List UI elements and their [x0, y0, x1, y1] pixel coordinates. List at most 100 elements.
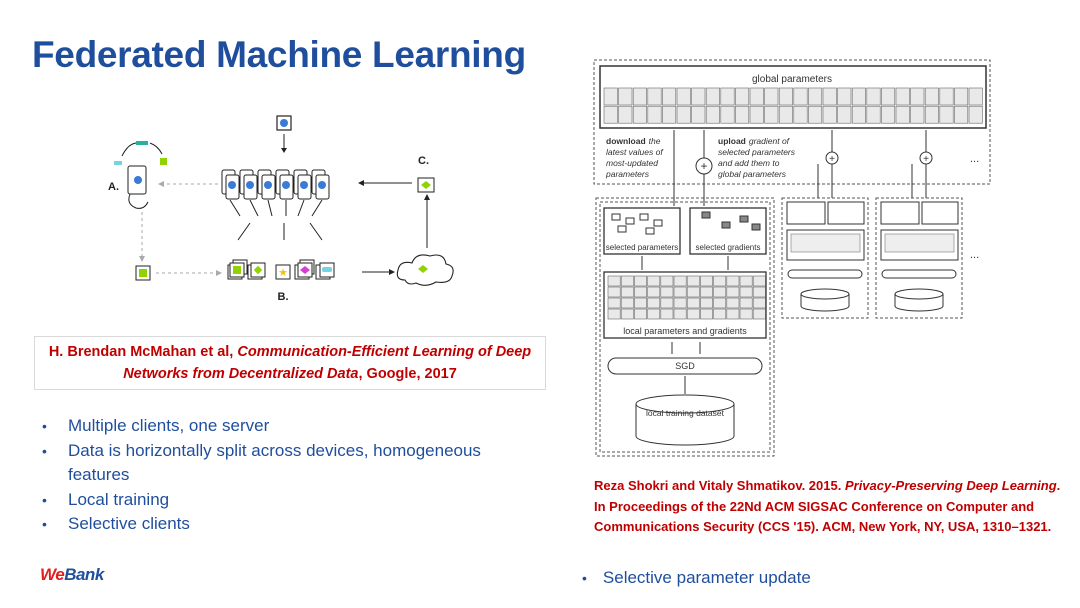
grid-cell — [676, 87, 691, 106]
grid-cell — [752, 286, 766, 298]
local-dataset-label: local training dataset — [646, 408, 725, 418]
grid-cell — [752, 297, 766, 309]
grid-cell — [662, 105, 677, 124]
citation-paper-title: Communication-Efficient Learning of Deep… — [123, 344, 532, 382]
bullet-list: Multiple clients, one server Data is hor… — [40, 414, 540, 537]
grid-cell — [954, 87, 969, 106]
label-b: B. — [278, 291, 289, 303]
bullet-item: Selective clients — [40, 512, 540, 537]
grid-cell — [700, 275, 713, 287]
grid-cell — [634, 275, 647, 287]
grid-cell — [793, 87, 808, 106]
grid-cell — [910, 105, 925, 124]
citation-box: H. Brendan McMahan et al, Communication-… — [34, 336, 546, 390]
grid-cell — [881, 105, 896, 124]
label-c: C. — [418, 155, 429, 167]
reference-text: Reza Shokri and Vitaly Shmatikov. 2015. … — [594, 478, 1061, 534]
grid-cell — [739, 308, 753, 320]
grid-cell — [808, 87, 823, 106]
grid-cell — [735, 105, 750, 124]
grid-cell — [713, 297, 727, 309]
grid-cell — [939, 87, 954, 106]
grid-cell — [607, 275, 621, 287]
local-updates-row: ★ — [227, 259, 335, 280]
grid-cell — [686, 308, 700, 320]
grid-cell — [673, 275, 687, 287]
global-parameters-label: global parameters — [752, 74, 832, 85]
grid-cell — [726, 275, 740, 287]
grid-cell — [939, 105, 954, 124]
svg-text:★: ★ — [278, 267, 288, 279]
grid-cell — [660, 308, 674, 320]
grid-cell — [603, 105, 618, 124]
svg-text:...: ... — [970, 153, 979, 165]
phone-stack — [221, 169, 330, 217]
grid-cell — [910, 87, 925, 106]
client-box-3 — [875, 197, 963, 319]
grid-cell — [660, 275, 674, 287]
grid-cell — [764, 87, 779, 106]
grid-cell — [837, 87, 852, 106]
bullet-item: Data is horizontally split across device… — [40, 439, 540, 488]
grid-cell — [881, 87, 896, 106]
grid-cell — [793, 105, 808, 124]
grid-cell — [895, 87, 910, 106]
grid-cell — [866, 87, 881, 106]
grid-cell — [924, 105, 939, 124]
grid-cell — [686, 275, 700, 287]
grid-cell — [739, 286, 753, 298]
grid-cell — [607, 308, 621, 320]
grid-cell — [749, 105, 764, 124]
grid-cell — [634, 308, 647, 320]
grid-cell — [691, 105, 706, 124]
grid-cell — [700, 286, 713, 298]
grid-cell — [647, 105, 662, 124]
grid-cell — [739, 275, 753, 287]
grid-cell — [660, 297, 674, 309]
grid-cell — [895, 105, 910, 124]
grid-cell — [700, 308, 713, 320]
grid-cell — [924, 87, 939, 106]
grid-cell — [620, 297, 634, 309]
svg-text:...: ... — [970, 249, 979, 261]
grid-cell — [673, 297, 687, 309]
grid-cell — [778, 87, 793, 106]
grid-cell — [726, 286, 740, 298]
grid-cell — [673, 308, 687, 320]
selected-parameters-label: selected parameters — [606, 243, 678, 252]
grid-cell — [752, 308, 766, 320]
svg-text:+: + — [700, 159, 707, 173]
svg-text:+: + — [923, 154, 929, 165]
grid-cell — [647, 275, 661, 287]
grid-cell — [691, 87, 706, 106]
grid-cell — [686, 286, 700, 298]
grid-cell — [705, 105, 720, 124]
grid-cell — [837, 105, 852, 124]
grid-cell — [618, 87, 633, 106]
grid-cell — [713, 308, 727, 320]
grid-cell — [634, 286, 647, 298]
grid-cell — [647, 297, 661, 309]
grid-cell — [749, 87, 764, 106]
selected-gradients-label: selected gradients — [696, 243, 761, 252]
grid-cell — [634, 297, 647, 309]
grid-cell — [764, 105, 779, 124]
grid-cell — [603, 87, 618, 106]
grid-cell — [632, 105, 647, 124]
bullet-item: Local training — [40, 488, 540, 513]
grid-cell — [607, 297, 621, 309]
grid-cell — [968, 105, 983, 124]
grid-cell — [647, 308, 661, 320]
grid-cell — [752, 275, 766, 287]
label-a: A. — [108, 181, 119, 193]
grid-cell — [713, 275, 727, 287]
sgd-label: SGD — [675, 361, 695, 371]
webank-logo: WeBank — [40, 565, 104, 584]
grid-cell — [662, 87, 677, 106]
client-box-2 — [781, 197, 869, 319]
grid-cell — [713, 286, 727, 298]
grid-cell — [866, 105, 881, 124]
